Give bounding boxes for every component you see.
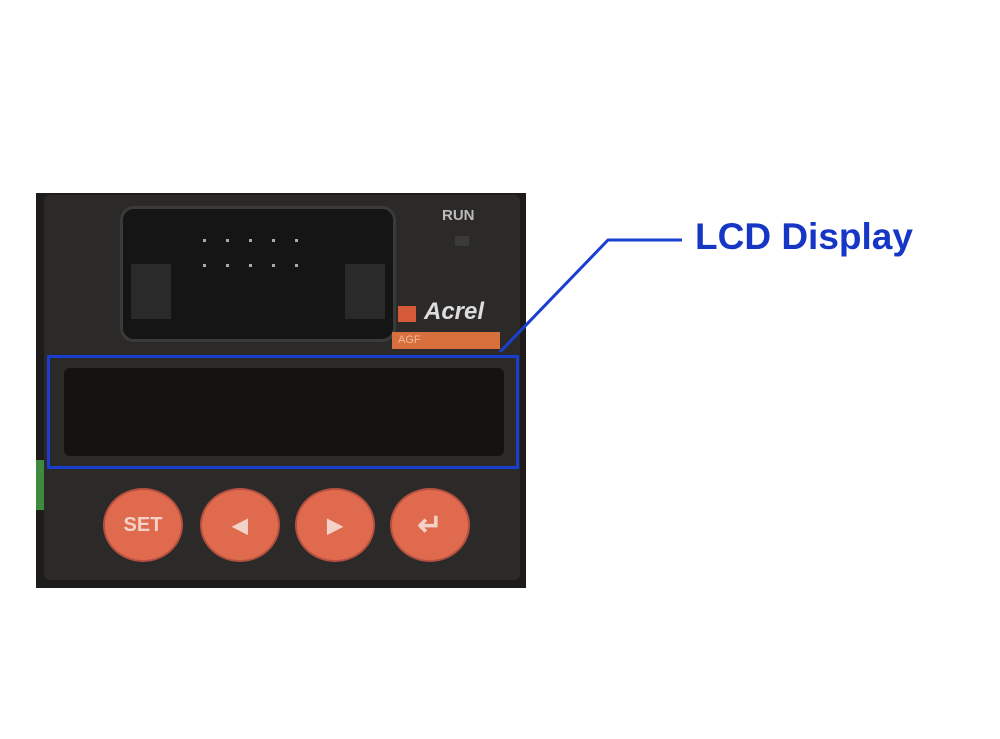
lcd-display: [64, 368, 504, 456]
lcd-display-label: LCD Display: [695, 216, 913, 257]
brand-name: Acrel: [424, 298, 485, 325]
run-led: [455, 236, 469, 246]
left-arrow-button[interactable]: ◀: [200, 488, 280, 562]
connector-latch: [131, 264, 171, 319]
run-label: RUN: [442, 207, 475, 224]
right-arrow-button[interactable]: ▶: [295, 488, 375, 562]
acrel-logo-icon: [398, 306, 416, 322]
model-stripe: AGF: [392, 332, 500, 349]
set-button[interactable]: SET: [103, 488, 183, 562]
enter-button[interactable]: ↵: [390, 488, 470, 562]
connector-latch: [345, 264, 385, 319]
lcd-highlight-box: [47, 355, 519, 469]
connector-port: [120, 206, 396, 342]
